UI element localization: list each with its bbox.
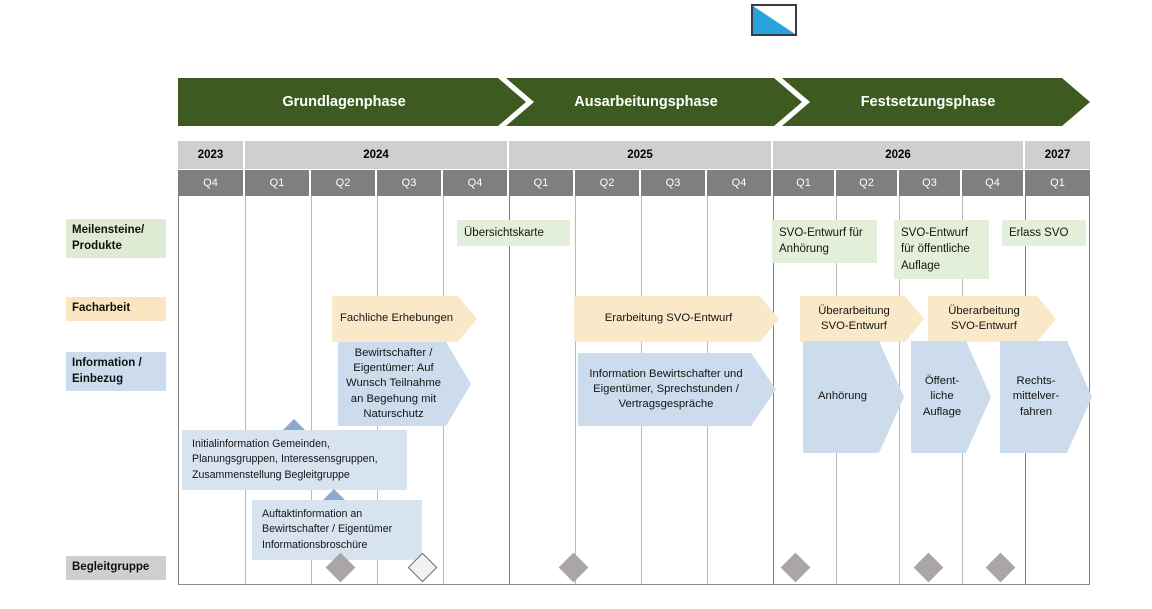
quarter-label: Q1: [533, 177, 549, 189]
gridline-0: [178, 196, 179, 584]
year-header-row: 2023 2024 2025 2026 2027: [178, 141, 1090, 169]
information-bewirtschafter-begehung: Bewirtschafter / Eigentümer: Auf Wunsch …: [338, 342, 471, 426]
quarter-cell-1: Q1: [245, 170, 311, 196]
phase-banner: Grundlagenphase Ausarbeitungsphase Fests…: [178, 78, 1090, 126]
quarter-label: Q4: [985, 177, 1000, 189]
quarter-cell-9: Q1: [773, 170, 836, 196]
phase-label: Festsetzungsphase: [860, 94, 996, 110]
quarter-cell-12: Q4: [962, 170, 1025, 196]
quarter-label: Q1: [269, 177, 285, 189]
phase-label: Ausarbeitungsphase: [574, 94, 718, 110]
quarter-label: Q2: [599, 177, 615, 189]
quarter-cell-7: Q3: [641, 170, 707, 196]
quarter-label: Q2: [859, 177, 874, 189]
gridline-2: [311, 196, 312, 584]
milestone-label: Erlass SVO: [1009, 227, 1069, 239]
row-label-facharbeit: Facharbeit: [66, 297, 166, 321]
year-cell-2027: 2027: [1025, 141, 1090, 169]
quarter-label: Q4: [203, 177, 218, 189]
phase-grundlagenphase: Grundlagenphase: [178, 78, 526, 126]
quarter-cell-0: Q4: [178, 170, 245, 196]
quarter-label: Q3: [665, 177, 681, 189]
information-label: Rechts- mittelver- fahren: [1012, 375, 1060, 418]
callout-pointer-1: [283, 419, 305, 430]
facharbeit-erarbeitung-svo-entwurf: Erarbeitung SVO-Entwurf: [574, 296, 779, 342]
row-label-text: Information / Einbezug: [72, 357, 142, 385]
year-label: 2026: [885, 149, 911, 161]
quarter-label: Q1: [796, 177, 811, 189]
year-label: 2024: [363, 149, 389, 161]
logo-triangle: [753, 6, 795, 34]
facharbeit-label: Erarbeitung SVO-Entwurf: [604, 312, 733, 325]
information-sprechstunden-vertragsgespraeche: Information Bewirtschafter und Eigentüme…: [578, 353, 776, 426]
milestone-label: SVO-Entwurf für Anhörung: [779, 227, 863, 256]
facharbeit-label: Überarbeitung SVO-Entwurf: [818, 304, 890, 332]
gridline-5: [509, 196, 510, 584]
gridline-14: [1089, 196, 1090, 584]
quarter-label: Q3: [922, 177, 937, 189]
quarter-cell-8: Q4: [707, 170, 773, 196]
facharbeit-fachliche-erhebungen: Fachliche Erhebungen: [332, 296, 477, 342]
quarter-label: Q2: [335, 177, 351, 189]
quarter-label: Q1: [1050, 177, 1065, 189]
facharbeit-label: Fachliche Erhebungen: [339, 312, 454, 325]
canton-logo: [751, 4, 797, 36]
phase-ausarbeitungsphase: Ausarbeitungsphase: [506, 78, 802, 126]
quarter-cell-10: Q2: [836, 170, 899, 196]
facharbeit-ueberarbeitung-svo-entwurf-2: Überarbeitung SVO-Entwurf: [928, 296, 1056, 342]
quarter-label: Q4: [467, 177, 483, 189]
quarter-cell-13: Q1: [1025, 170, 1090, 196]
phase-festsetzungsphase: Festsetzungsphase: [782, 78, 1090, 126]
quarter-cell-3: Q3: [377, 170, 443, 196]
row-label-text: Facharbeit: [72, 302, 131, 314]
year-cell-2023: 2023: [178, 141, 245, 169]
callout-initialinformation: Initialinformation Gemeinden, Planungsgr…: [182, 430, 407, 491]
information-label: Anhörung: [818, 390, 867, 403]
milestone-svo-entwurf-anhoerung: SVO-Entwurf für Anhörung: [772, 220, 877, 263]
callout-auftaktinformation: Auftaktinformation an Bewirtschafter / E…: [252, 500, 422, 561]
row-label-line1: Meilensteine/ Produkte: [72, 224, 145, 252]
milestone-label: Übersichtskarte: [464, 227, 544, 239]
facharbeit-ueberarbeitung-svo-entwurf-1: Überarbeitung SVO-Entwurf: [800, 296, 924, 342]
quarter-cell-11: Q3: [899, 170, 962, 196]
row-label-text: Begleitgruppe: [72, 561, 150, 573]
gridline-1: [245, 196, 246, 584]
year-label: 2025: [627, 149, 653, 161]
year-cell-2026: 2026: [773, 141, 1025, 169]
information-label: Öffent- liche Auflage: [922, 375, 962, 418]
quarter-cell-2: Q2: [311, 170, 377, 196]
quarter-cell-4: Q4: [443, 170, 509, 196]
year-label: 2027: [1044, 149, 1071, 161]
quarter-label: Q3: [401, 177, 417, 189]
quarter-label: Q4: [731, 177, 747, 189]
facharbeit-label: Überarbeitung SVO-Entwurf: [948, 304, 1020, 332]
information-anhoerung: Anhörung: [803, 341, 904, 453]
quarter-header-row: Q4 Q1 Q2 Q3 Q4 Q1 Q2 Q3 Q4 Q1 Q2 Q3 Q4 Q…: [178, 170, 1090, 196]
row-label-information: Information / Einbezug: [66, 352, 166, 392]
milestone-label: SVO-Entwurf für öffentliche Auflage: [901, 227, 970, 272]
callout-label: Initialinformation Gemeinden, Planungsgr…: [192, 438, 378, 481]
year-cell-2024: 2024: [245, 141, 509, 169]
gridline-6: [575, 196, 576, 584]
milestone-uebersichtskarte: Übersichtskarte: [457, 220, 570, 247]
information-label: Bewirtschafter / Eigentümer: Auf Wunsch …: [345, 347, 442, 420]
year-cell-2025: 2025: [509, 141, 773, 169]
milestone-svo-entwurf-auflage: SVO-Entwurf für öffentliche Auflage: [894, 220, 989, 279]
year-label: 2023: [197, 149, 224, 161]
row-label-begleitgruppe: Begleitgruppe: [66, 556, 166, 580]
quarter-cell-6: Q2: [575, 170, 641, 196]
information-label: Information Bewirtschafter und Eigentüme…: [589, 367, 743, 410]
row-label-meilensteine: Meilensteine/ Produkte: [66, 219, 166, 259]
callout-pointer-2: [323, 489, 345, 500]
phase-label: Grundlagenphase: [282, 94, 406, 110]
milestone-erlass-svo: Erlass SVO: [1002, 220, 1086, 247]
quarter-cell-5: Q1: [509, 170, 575, 196]
callout-label: Auftaktinformation an Bewirtschafter / E…: [262, 508, 393, 551]
